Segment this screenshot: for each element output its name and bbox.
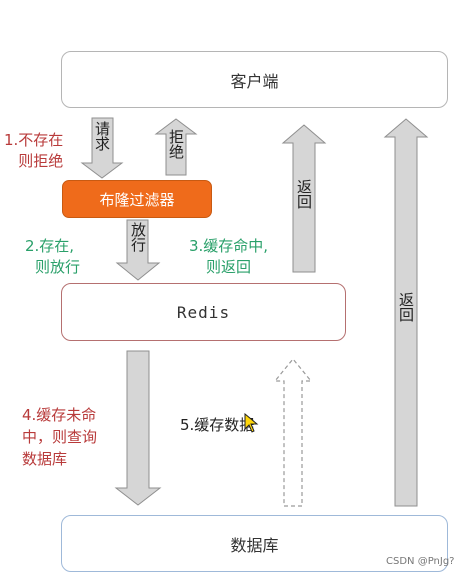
step2-note: 2.存在, 则放行 xyxy=(25,236,80,278)
step1-line2: 则拒绝 xyxy=(18,152,64,170)
watermark: CSDN @PnJg? xyxy=(386,556,455,567)
query-database-arrow xyxy=(114,350,162,506)
step2-line1: 2.存在, xyxy=(25,237,75,255)
reject-arrow xyxy=(154,118,198,176)
redis-label: Redis xyxy=(176,302,231,322)
client-label: 客户端 xyxy=(230,71,279,91)
step5-note: 5.缓存数据 xyxy=(180,416,255,434)
step4-line3: 数据库 xyxy=(22,450,68,468)
step3-line1: 3.缓存命中, xyxy=(189,237,269,255)
return-from-redis-label: 返回 xyxy=(295,179,313,209)
redis-node: Redis xyxy=(61,283,346,341)
step3-line2: 则返回 xyxy=(206,258,252,276)
client-node: 客户端 xyxy=(61,51,448,108)
bloom-filter-label: 布隆过滤器 xyxy=(99,190,175,209)
step2-line2: 则放行 xyxy=(35,258,81,276)
request-label: 请求 xyxy=(93,121,111,151)
return-from-db-arrow xyxy=(383,118,429,507)
mouse-cursor-icon xyxy=(244,412,260,437)
bloom-filter-node: 布隆过滤器 xyxy=(62,180,212,218)
cache-data-arrow xyxy=(273,358,313,507)
return-from-db-label: 返回 xyxy=(397,292,415,322)
database-label: 数据库 xyxy=(230,535,279,555)
step4-note: 4.缓存未命 中，则查询 数据库 xyxy=(22,404,97,470)
step4-line2: 中，则查询 xyxy=(22,428,98,446)
database-node: 数据库 xyxy=(61,515,448,572)
step1-line1: 1.不存在 xyxy=(4,131,64,149)
pass-arrow xyxy=(115,219,161,281)
return-from-redis-arrow xyxy=(281,124,327,273)
request-arrow xyxy=(80,117,124,179)
step3-note: 3.缓存命中, 则返回 xyxy=(189,236,268,278)
step1-note: 1.不存在 则拒绝 xyxy=(4,130,63,172)
step4-line1: 4.缓存未命 xyxy=(22,406,97,424)
pass-label: 放行 xyxy=(129,222,147,252)
reject-label: 拒绝 xyxy=(167,129,185,159)
